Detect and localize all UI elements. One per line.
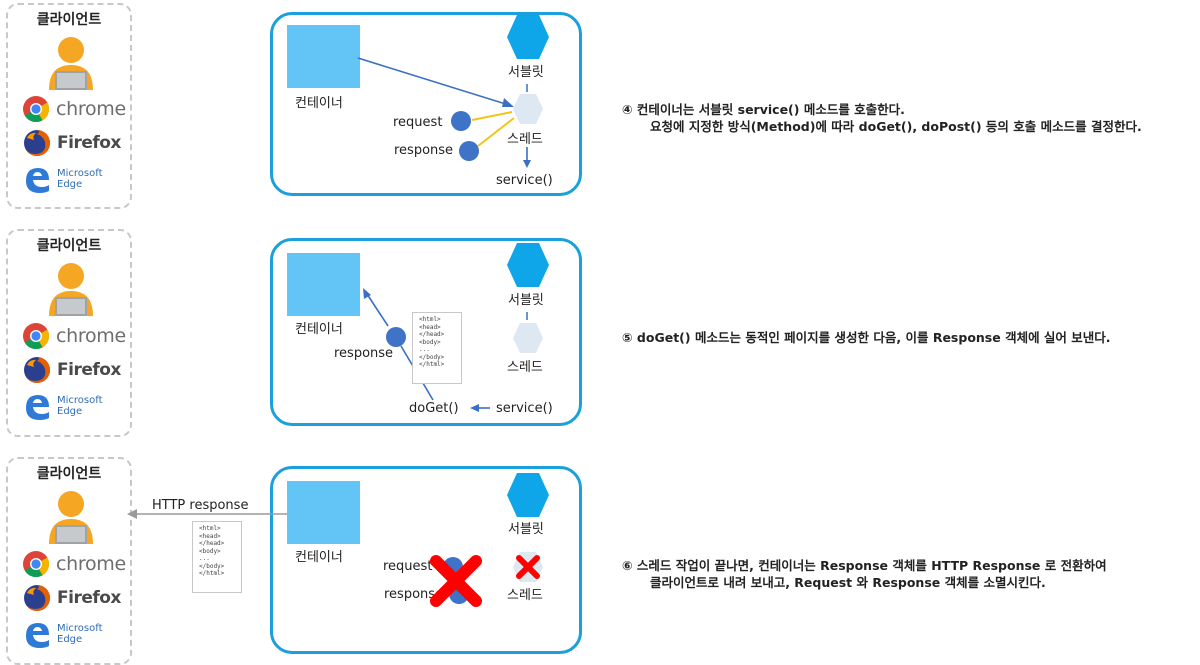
- edge-icon: [26, 395, 49, 420]
- response-dot: [386, 327, 406, 347]
- servlet-icon: [507, 473, 549, 517]
- edge-icon: [26, 623, 49, 648]
- response-dot: [459, 141, 479, 161]
- html-line: </body>: [419, 353, 445, 361]
- html-line: </html>: [199, 570, 225, 577]
- firefox-label: Firefox: [57, 133, 121, 153]
- http-response-arrow: [127, 509, 287, 519]
- response-label: response: [384, 587, 444, 602]
- destroy-cross-icon: [430, 555, 482, 607]
- firefox-label: Firefox: [57, 588, 121, 608]
- html-line: </html>: [419, 361, 445, 368]
- html-line: <html>: [419, 316, 441, 323]
- firefox-row: Firefox: [22, 582, 121, 614]
- chrome-label: chrome: [56, 325, 126, 347]
- user-icon: [49, 263, 93, 316]
- html-line: </head>: [419, 331, 445, 338]
- step4-connectors: [357, 57, 531, 168]
- chrome-icon: [23, 323, 50, 350]
- html-line: <head>: [199, 532, 221, 540]
- edge-icon: [26, 168, 49, 193]
- container-label: 컨테이너: [295, 322, 343, 337]
- container-label: 컨테이너: [295, 550, 343, 565]
- firefox-row: Firefox: [22, 354, 121, 386]
- step6-description-line1: ⑥ 스레드 작업이 끝나면, 컨테이너는 Response 객체를 HTTP R…: [622, 558, 1107, 573]
- thread-destroy-cross-icon: [516, 555, 540, 579]
- edge-label-line1: Microsoft: [57, 395, 103, 406]
- step4-description-line2: 요청에 지정한 방식(Method)에 따라 doGet(), doPost()…: [650, 119, 1142, 134]
- chrome-icon: [23, 551, 50, 578]
- chrome-row: chrome: [22, 548, 126, 580]
- chrome-label: chrome: [56, 98, 126, 120]
- thread-label: 스레드: [507, 360, 543, 375]
- servlet-label: 서블릿: [508, 293, 544, 308]
- request-label: request: [393, 115, 443, 130]
- container-block: [287, 481, 360, 544]
- edge-label-line2: Edge: [57, 406, 83, 417]
- edge-label-line2: Edge: [57, 179, 83, 190]
- html-document: <html> <head> </head> <body> ... </body>…: [412, 312, 462, 384]
- container-label: 컨테이너: [295, 96, 343, 111]
- client-box-2: 클라이언트 chrome Firefox Microsoft Edge: [6, 229, 132, 437]
- servlet-icon: [507, 243, 549, 287]
- client-box-1: 클라이언트 chrome Firefox Microsoft Edge: [6, 3, 132, 209]
- thread-label: 스레드: [507, 588, 543, 603]
- user-icon: [49, 491, 93, 544]
- doget-label: doGet(): [409, 401, 459, 416]
- http-response-label: HTTP response: [152, 498, 249, 513]
- edge-row: Microsoft Edge: [22, 163, 103, 195]
- html-line: <head>: [419, 323, 441, 331]
- edge-label-line2: Edge: [57, 634, 83, 645]
- servlet-icon: [507, 15, 549, 59]
- edge-row: Microsoft Edge: [22, 390, 103, 422]
- chrome-label: chrome: [56, 553, 126, 575]
- html-line: <body>: [419, 338, 441, 346]
- edge-row: Microsoft Edge: [22, 618, 103, 650]
- firefox-icon: [24, 357, 50, 383]
- client-title: 클라이언트: [36, 466, 102, 482]
- firefox-label: Firefox: [57, 360, 121, 380]
- chrome-row: chrome: [22, 93, 126, 125]
- firefox-icon: [24, 130, 50, 156]
- step6-description-line2: 클라이언트로 내려 보내고, Request 와 Response 객체를 소멸…: [650, 575, 1046, 590]
- step5-description-line1: ⑤ doGet() 메소드는 동적인 페이지를 생성한 다음, 이를 Respo…: [622, 330, 1111, 345]
- service-label: service(): [496, 173, 553, 188]
- client-box-3: 클라이언트 chrome Firefox Microsoft Edge: [6, 457, 132, 665]
- user-icon: [49, 37, 93, 90]
- chrome-row: chrome: [22, 320, 126, 352]
- request-dot: [451, 111, 471, 131]
- chrome-icon: [23, 96, 50, 123]
- html-line: </body>: [199, 562, 225, 570]
- edge-label-line1: Microsoft: [57, 168, 103, 179]
- edge-label-line1: Microsoft: [57, 623, 103, 634]
- service-label: service(): [496, 401, 553, 416]
- response-label: response: [394, 143, 454, 158]
- client-title: 클라이언트: [36, 238, 102, 254]
- response-label: response: [334, 346, 394, 361]
- container-block: [287, 25, 360, 88]
- thread-icon: [513, 323, 543, 353]
- client-title: 클라이언트: [36, 12, 102, 28]
- thread-label: 스레드: [507, 132, 543, 147]
- html-document: <html> <head> </head> <body> ... </body>…: [192, 521, 242, 593]
- html-line: ...: [419, 346, 430, 353]
- request-label: request: [383, 559, 433, 574]
- servlet-label: 서블릿: [508, 65, 544, 80]
- html-line: <html>: [199, 525, 221, 532]
- html-line: <body>: [199, 547, 221, 555]
- thread-icon: [513, 94, 543, 124]
- firefox-row: Firefox: [22, 127, 121, 159]
- html-line: </head>: [199, 540, 225, 547]
- step4-description-line1: ④ 컨테이너는 서블릿 service() 메소드를 호출한다.: [622, 102, 905, 117]
- servlet-label: 서블릿: [508, 522, 544, 537]
- firefox-icon: [24, 585, 50, 611]
- html-line: ...: [199, 555, 210, 562]
- container-block: [287, 253, 360, 316]
